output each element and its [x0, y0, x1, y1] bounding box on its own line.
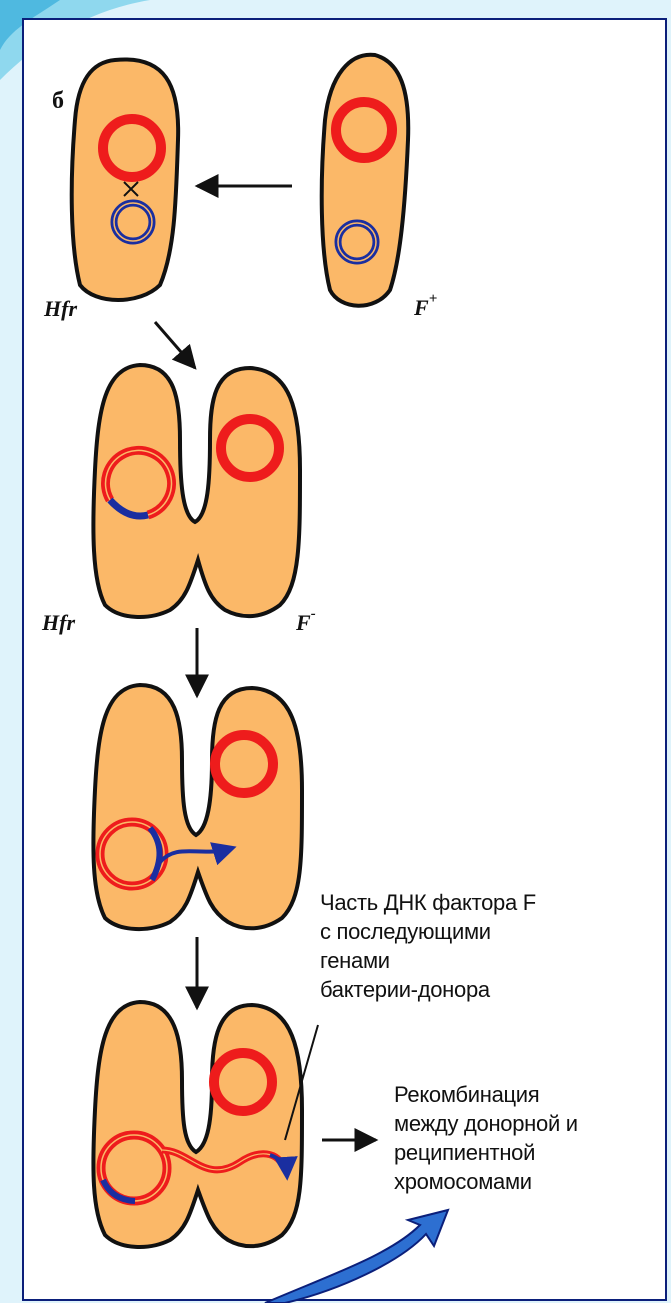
mating-pair-body	[93, 365, 300, 617]
caption-line: генами	[320, 946, 536, 975]
panel-letter: б	[52, 88, 64, 114]
label-fplus: F+	[413, 291, 437, 320]
mating-pair-body	[93, 1002, 302, 1247]
caption-line: Рекомбинация	[394, 1080, 578, 1109]
fplus-cell	[322, 55, 409, 306]
blue-pointer-arrow	[265, 1210, 448, 1303]
arrow-step-1	[155, 322, 195, 368]
mating-pair-4	[93, 1002, 302, 1247]
caption-line: реципиентной	[394, 1138, 578, 1167]
label-hfr-2: Hfr	[41, 610, 75, 635]
mating-pair-body	[93, 685, 302, 929]
hfr-cell-1	[72, 59, 178, 300]
caption-line: хромосомами	[394, 1167, 578, 1196]
label-hfr-1: Hfr	[43, 296, 77, 321]
caption-f-dna: Часть ДНК фактора F с последующими генам…	[320, 888, 536, 1004]
mating-pair-3	[93, 685, 302, 929]
caption-line: Часть ДНК фактора F	[320, 888, 536, 917]
caption-recombination: Рекомбинация между донорной и реципиентн…	[394, 1080, 578, 1196]
mating-pair-2	[93, 365, 300, 617]
cell-body	[322, 55, 409, 306]
label-fminus: F-	[295, 606, 316, 635]
caption-line: между донорной и	[394, 1109, 578, 1138]
caption-line: с последующими	[320, 917, 536, 946]
caption-line: бактерии-донора	[320, 975, 536, 1004]
